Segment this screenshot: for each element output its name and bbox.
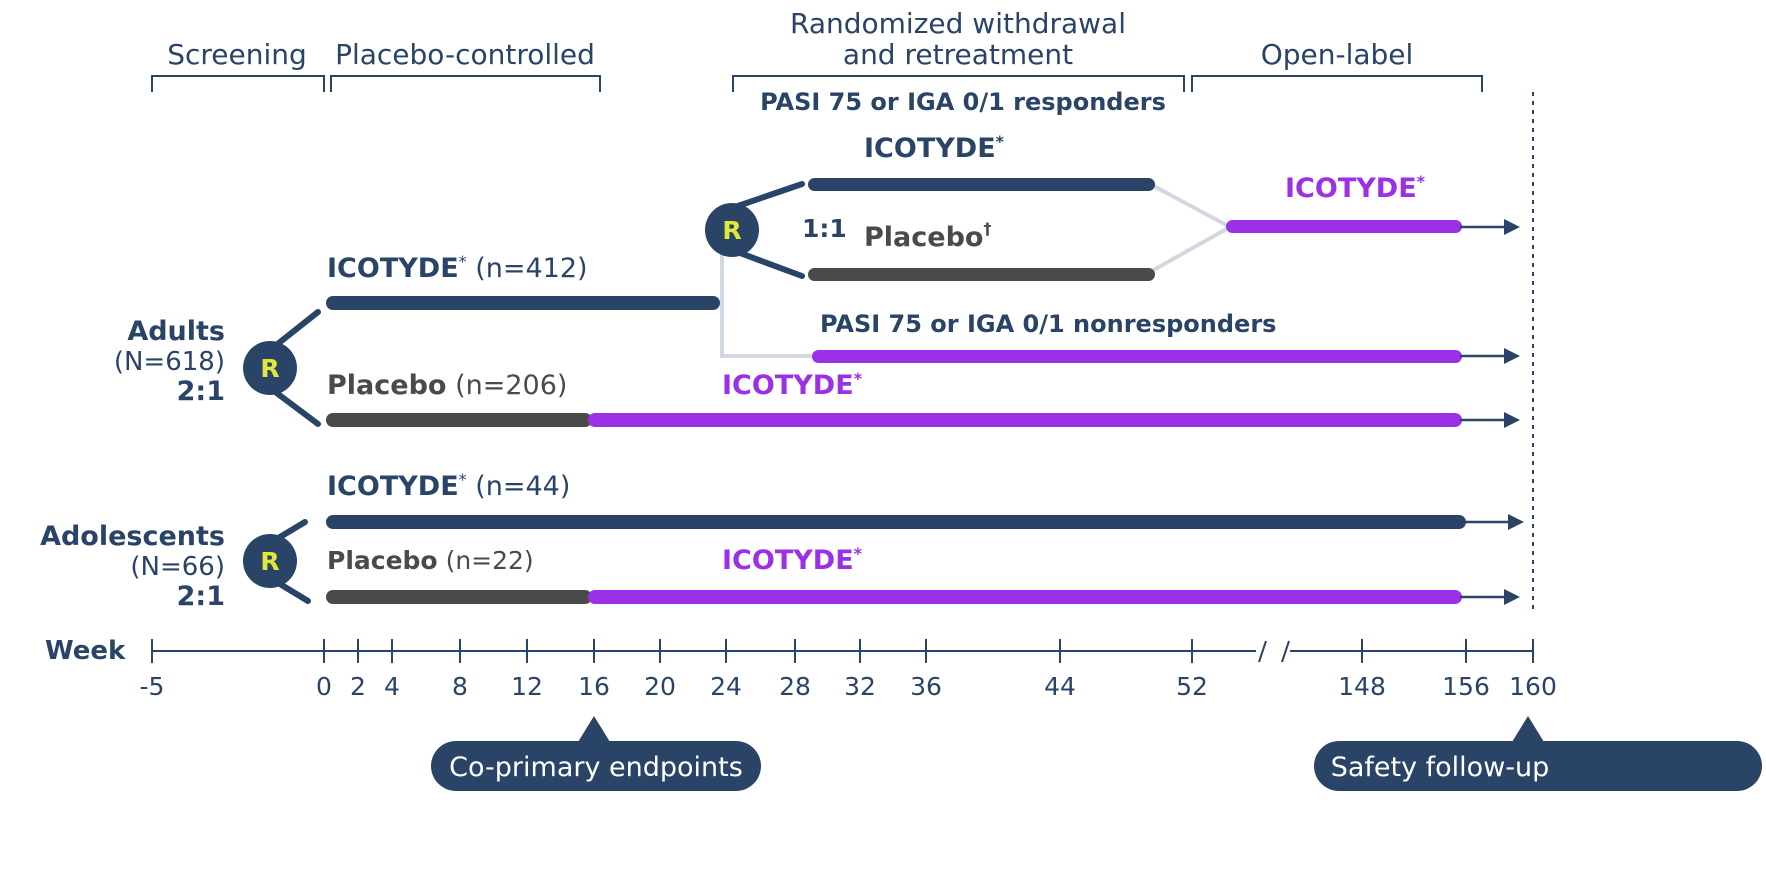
ol-arrow (1460, 219, 1520, 235)
rw-placebo-label: Placebo† (864, 219, 991, 253)
adults-r-letter: R (260, 354, 279, 383)
phase-brackets (151, 75, 1483, 92)
week-tick-label: 20 (644, 672, 676, 701)
rw-placebo-bar (808, 268, 1155, 281)
ol-icotyde-bar (1226, 220, 1462, 233)
responders-label: PASI 75 or IGA 0/1 responders (760, 88, 1166, 116)
week-axis-line (152, 640, 1533, 663)
coprimary-endpoints-callout: Co-primary endpoints (431, 716, 761, 791)
week-tick-label: 32 (844, 672, 876, 701)
week-tick-label: 160 (1509, 672, 1557, 701)
phase-placebo-controlled-label: Placebo-controlled (335, 38, 595, 71)
adolescents-title: Adolescents (40, 521, 225, 552)
adults-randomization-node: R (243, 309, 321, 427)
rw-icotyde-label: ICOTYDE* (864, 132, 1005, 164)
rw-r-letter: R (722, 216, 741, 245)
adolescents-ratio: 2:1 (177, 581, 225, 612)
bracket-placebo-controlled (330, 75, 601, 92)
adolescents-placebo-label: Placebo (n=22) (327, 546, 534, 575)
adults-placebo-arrow (1460, 412, 1520, 428)
adults-total-n: (N=618) (114, 347, 225, 377)
week-tick-label: 24 (710, 672, 742, 701)
rw-merge-connector (1149, 182, 1235, 274)
adolescents-placebo-arrow (1460, 589, 1520, 605)
week-tick-label: 2 (350, 672, 366, 701)
week-tick-label: 0 (316, 672, 332, 701)
adults-icotyde-bar (326, 296, 720, 310)
week-tick-label: 4 (384, 672, 400, 701)
adults-placebo-label: Placebo (n=206) (327, 370, 567, 401)
nonresponder-arrow (1460, 348, 1520, 364)
phase-open-label-label: Open-label (1261, 38, 1414, 71)
safety-followup-callout: Safety follow-up (1314, 716, 1762, 791)
nonresponder-icotyde-bar (812, 350, 1462, 363)
week-tick-label: 16 (578, 672, 610, 701)
safety-followup-text: Safety follow-up (1331, 752, 1550, 783)
week-axis-label: Week (45, 636, 126, 666)
bracket-open-label (1191, 75, 1483, 92)
adolescents-icotyde-label: ICOTYDE* (n=44) (327, 470, 570, 502)
adults-crossover-icotyde-bar (588, 413, 1462, 427)
week-tick-label: 156 (1442, 672, 1490, 701)
week-tick-label: 28 (779, 672, 811, 701)
adolescents-total-n: (N=66) (130, 552, 225, 582)
bracket-screening (151, 75, 325, 92)
adolescents-placebo-bar (326, 590, 592, 604)
rw-randomization-node: R (705, 181, 805, 279)
phase-randomized-label-line1: Randomized withdrawal (790, 7, 1126, 40)
week-tick-label: -5 (140, 672, 165, 701)
rw-icotyde-bar (808, 178, 1155, 191)
adolescents-icotyde-bar (326, 515, 1466, 529)
adolescents-randomization-node: R (243, 519, 311, 604)
week-tick-label: 8 (452, 672, 468, 701)
coprimary-endpoints-text: Co-primary endpoints (449, 752, 743, 783)
phase-screening-label: Screening (167, 38, 307, 71)
week-tick-label: 12 (511, 672, 543, 701)
rw-ratio: 1:1 (802, 214, 847, 243)
ol-icotyde-label: ICOTYDE* (1285, 172, 1426, 204)
phase-randomized-label-line2: and retreatment (843, 38, 1073, 71)
adults-crossover-icotyde-label: ICOTYDE* (722, 369, 863, 401)
week-tick-label: 44 (1044, 672, 1076, 701)
adolescents-crossover-icotyde-label: ICOTYDE* (722, 544, 863, 576)
adolescents-icotyde-arrow (1462, 514, 1524, 530)
adults-placebo-bar (326, 413, 592, 427)
week-tick-label: 52 (1176, 672, 1208, 701)
nonresponders-label: PASI 75 or IGA 0/1 nonresponders (820, 310, 1276, 338)
adults-title: Adults (127, 316, 225, 347)
adults-ratio: 2:1 (177, 376, 225, 407)
week-tick-label: 36 (910, 672, 942, 701)
nonresponder-connector (720, 250, 812, 358)
adolescents-crossover-icotyde-bar (588, 590, 1462, 604)
adolescents-r-letter: R (260, 547, 279, 576)
week-tick-label: 148 (1338, 672, 1386, 701)
bracket-randomized (732, 75, 1185, 92)
adults-icotyde-label: ICOTYDE* (n=412) (327, 252, 588, 284)
